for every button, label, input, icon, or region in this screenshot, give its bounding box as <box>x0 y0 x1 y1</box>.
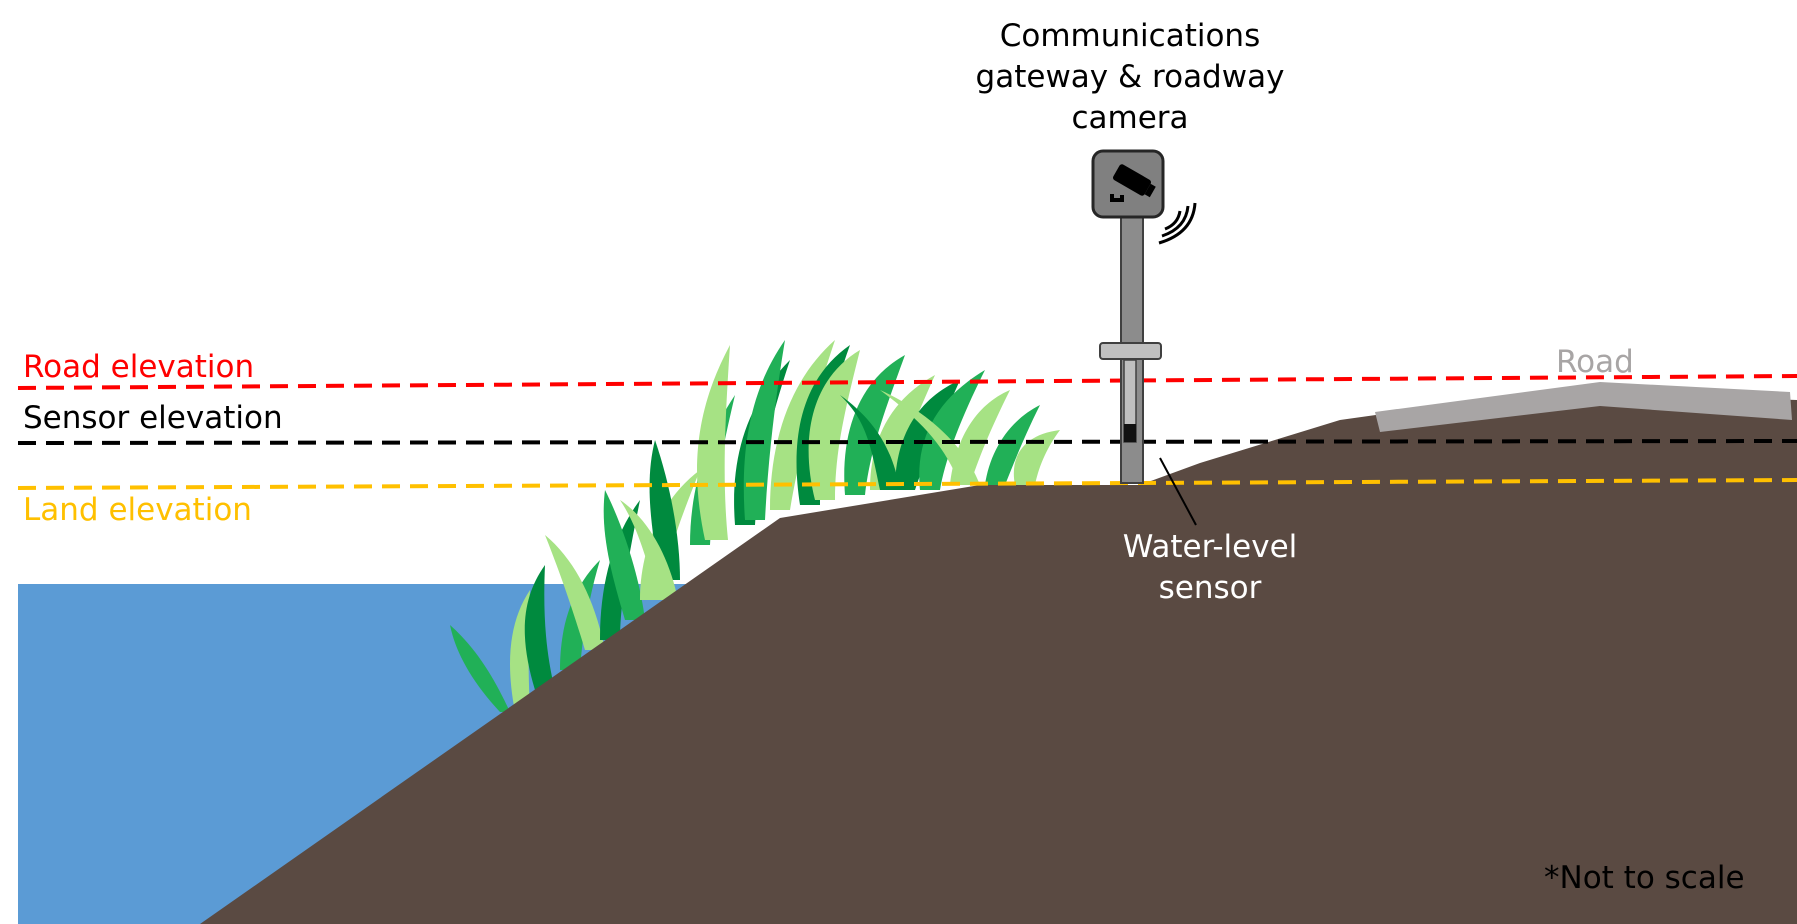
not-to-scale-note: *Not to scale <box>1544 860 1745 896</box>
road-surface <box>1375 382 1792 432</box>
grass-clump <box>450 340 1060 712</box>
road-label: Road <box>1556 344 1634 380</box>
land-embankment <box>200 392 1797 924</box>
camera-icon <box>1091 149 1165 219</box>
road-elevation-line <box>17 374 1797 390</box>
gateway-label-line3: camera <box>1071 99 1189 136</box>
sensor-label-line1: Water-level <box>1122 529 1298 565</box>
sensor-elevation-label: Sensor elevation <box>23 400 283 436</box>
sensor-label-line2: sensor <box>1158 569 1262 606</box>
gateway-label-line2: gateway & roadway <box>975 58 1285 95</box>
sensor-label: Water-level sensor <box>1123 527 1298 609</box>
land-elevation-line <box>17 478 1797 490</box>
wireless-signal-icon <box>1158 202 1197 245</box>
road-elevation-label: Road elevation <box>23 349 255 385</box>
land-elevation-label: Land elevation <box>23 492 252 528</box>
gateway-pole <box>1099 214 1162 484</box>
gateway-label-line1: Communications <box>999 18 1261 54</box>
sensor-elevation-line <box>17 439 1797 445</box>
gateway-label: Communications gateway & roadway camera <box>976 16 1285 139</box>
sensor-leader-line <box>1159 457 1197 526</box>
